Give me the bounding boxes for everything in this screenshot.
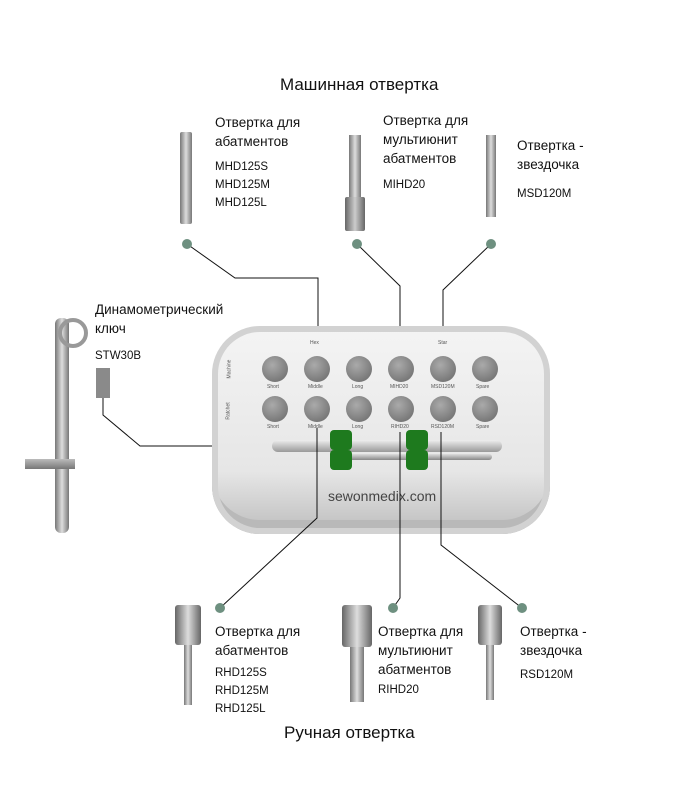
wrench-marker [96,368,110,398]
code: RHD125M [215,685,269,697]
hand-star-driver-label: Отвертка - звездочка [520,622,587,660]
label-line: мультиюнит [383,132,458,147]
kit-holder-clip [406,450,428,470]
machine-multiunit-driver-head [345,197,365,231]
hand-multiunit-driver-code: RIHD20 [378,684,419,696]
label-line: абатментов [383,151,457,166]
slot-label: RIHD20 [391,424,409,430]
kit-slot [430,396,456,422]
torque-wrench-code: STW30B [95,350,142,362]
torque-wrench-image [55,318,69,533]
code: RHD125S [215,667,267,679]
label-line: абатментов [215,643,289,658]
connector-line [102,398,272,447]
slot-label: MSD120M [431,384,455,390]
callout-dot [215,603,225,613]
label-line: Отвертка для [215,624,301,639]
kit-label-star: Star [438,340,448,346]
label-line: абатментов [378,662,452,677]
kit-slot [472,356,498,382]
label-line: Отвертка для [383,113,469,128]
label-line: звездочка [517,157,580,172]
kit-brand: sewonmedix.com [328,488,437,504]
slot-label: Short [267,424,279,430]
torque-wrench-label: Динамометрический ключ [95,300,223,338]
slot-label: Spare [476,424,490,430]
machine-multiunit-driver-image [349,135,361,197]
hand-abutment-driver-shaft [184,645,192,705]
connector-line [356,243,401,345]
callout-dot [486,239,496,249]
kit-label-hex: Hex [310,340,319,346]
hand-driver-title: Ручная отвертка [284,723,415,742]
slot-label: Spare [476,384,490,390]
machine-driver-title: Машинная отвертка [280,75,439,94]
machine-multiunit-driver-label: Отвертка для мультиюнит абатментов [383,111,468,168]
hand-multiunit-driver-handle [342,605,372,647]
slot-label: Long [352,424,364,430]
kit-wrench [272,440,502,452]
slot-label: RSD120M [431,424,455,430]
label-line: абатментов [215,134,289,149]
code: RHD125L [215,703,266,715]
kit-holder-clip [406,430,428,450]
kit-holder-clip [330,450,352,470]
slot-label: Middle [308,424,323,430]
kit-slot [262,356,288,382]
slot-label: Long [352,384,364,390]
machine-multiunit-driver-code: MIHD20 [383,179,426,191]
kit-slot [430,356,456,382]
kit-holder-clip [330,430,352,450]
code: MHD125M [215,179,270,191]
callout-dot [517,603,527,613]
machine-star-driver-label: Отвертка - звездочка [517,136,584,174]
label-line: звездочка [520,643,583,658]
label-line: ключ [95,321,126,336]
label-line: Отвертка для [215,115,301,130]
hand-star-driver-shaft [486,645,494,700]
machine-star-driver-code: MSD120M [517,188,572,200]
hand-multiunit-driver-shaft [350,647,364,702]
slot-label: Middle [308,384,323,390]
callout-dot [182,239,192,249]
label-line: Отвертка - [520,624,587,639]
torque-wrench-crossbar [25,459,75,469]
hand-star-driver-code: RSD120M [520,669,574,681]
label-line: Отвертка - [517,138,584,153]
connector-line [186,243,319,340]
connector-line [392,432,401,609]
machine-abutment-driver-image [180,132,192,224]
kit-slot [388,356,414,382]
label-line: мультиюнит [378,643,453,658]
machine-star-driver-image [486,135,496,217]
slot-label: MIHD20 [390,384,409,390]
callout-dot [388,603,398,613]
hand-star-driver-handle [478,605,502,645]
machine-abutment-driver-label: Отвертка для абатментов [215,113,300,151]
code: MHD125S [215,161,269,173]
hand-multiunit-driver-label: Отвертка для мультиюнит абатментов [378,622,463,679]
callout-dot [352,239,362,249]
code: MHD125L [215,197,267,209]
label-line: Динамометрический [95,302,224,317]
machine-abutment-driver-codes: MHD125S MHD125M MHD125L [215,158,270,212]
connector-line [219,428,318,609]
hand-abutment-driver-handle [175,605,201,645]
hand-abutment-driver-codes: RHD125S RHD125M RHD125L [215,664,269,718]
driver-kit-case: Hex Star Machine Ratchet Short Middle Lo… [212,326,550,534]
torque-wrench-head [58,318,88,348]
kit-slot [346,396,372,422]
hand-abutment-driver-label: Отвертка для абатментов [215,622,300,660]
kit-slot [304,356,330,382]
kit-slot [262,396,288,422]
slot-label: Short [267,384,279,390]
kit-slot [388,396,414,422]
kit-slot [304,396,330,422]
kit-slot [472,396,498,422]
label-line: Отвертка для [378,624,464,639]
kit-slot [346,356,372,382]
connector-line [440,432,523,609]
